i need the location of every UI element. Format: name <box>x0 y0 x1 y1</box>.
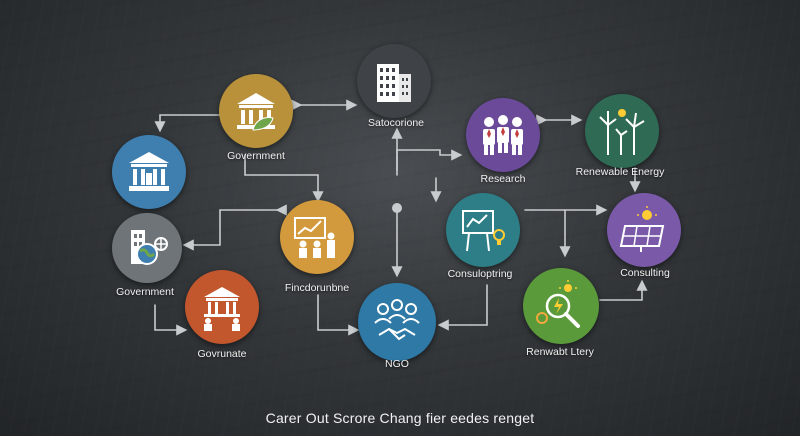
node-consultoptring[interactable] <box>446 193 520 267</box>
research-team-icon <box>483 115 523 155</box>
node-satocorione[interactable] <box>357 44 431 118</box>
diagram-caption: Carer Out Scrore Chang fier eedes renget <box>265 410 535 426</box>
connector-finance-ngo <box>317 294 360 336</box>
node-consulting[interactable] <box>607 193 681 267</box>
node-label: Renwabt Ltery <box>526 346 594 358</box>
node-renwabt-ltery[interactable] <box>523 268 599 344</box>
node-ngo[interactable] <box>358 283 436 361</box>
node-label: Fincdorunbne <box>284 282 350 294</box>
connector-magnifier-consulting <box>599 279 648 301</box>
junction-dot <box>392 203 402 213</box>
government-building-icon <box>129 152 169 191</box>
node-label: Government <box>116 286 174 298</box>
office-building-icon <box>377 64 411 102</box>
node-government-left[interactable] <box>112 135 186 209</box>
node-label: Renewable Energy <box>575 166 665 178</box>
node-finance[interactable] <box>280 200 354 274</box>
connector-consult-ngo <box>437 284 488 331</box>
connector-finance-left <box>182 204 287 251</box>
node-research[interactable] <box>466 98 540 172</box>
connector-government-govrunate <box>154 304 188 336</box>
node-label: NGO <box>385 358 409 370</box>
node-label: Govrunate <box>197 348 247 360</box>
globe-building-icon <box>131 230 168 265</box>
wind-turbines-icon <box>599 109 645 155</box>
connector-mid-to-research <box>396 149 463 176</box>
node-government-globe[interactable] <box>112 213 182 283</box>
node-label: Government <box>227 150 285 162</box>
node-label: Consulting <box>620 267 670 279</box>
consulting-whiteboard-icon <box>462 210 505 252</box>
node-label: Consuloptring <box>447 268 513 280</box>
solar-panel-icon <box>619 206 665 252</box>
node-government-top[interactable] <box>219 74 293 148</box>
connector-government-down <box>244 154 324 203</box>
handshake-people-icon <box>374 299 420 341</box>
node-govrunate[interactable] <box>185 270 259 344</box>
magnifier-energy-icon <box>536 280 580 328</box>
node-label: Research <box>480 173 526 185</box>
courthouse-people-icon <box>204 287 240 331</box>
finance-presentation-icon <box>294 217 335 258</box>
government-building-leaf-icon <box>237 93 275 131</box>
connector-government-left <box>154 109 229 133</box>
node-renewable-energy[interactable] <box>585 94 659 168</box>
node-label: Satocorione <box>367 117 425 129</box>
